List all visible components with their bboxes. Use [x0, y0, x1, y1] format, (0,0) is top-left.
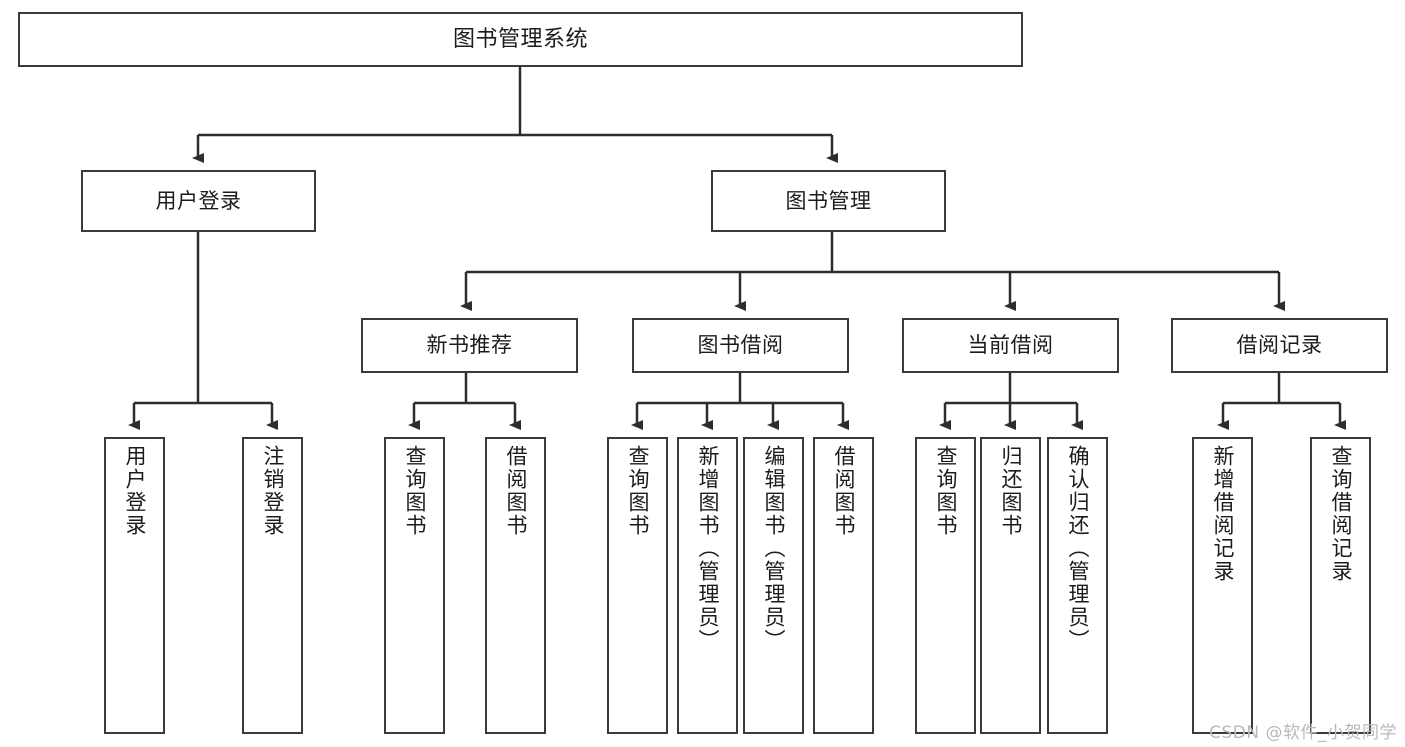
node-label: 查询图书: [403, 445, 427, 537]
leaf-book-borrow-borrow[interactable]: 借阅图书: [813, 437, 874, 734]
node-label: 注销登录: [261, 445, 285, 537]
leaf-user-login-logout[interactable]: 注销登录: [242, 437, 303, 734]
leaf-new-book-borrow[interactable]: 借阅图书: [485, 437, 546, 734]
node-label: 查询借阅记录: [1329, 445, 1353, 583]
node-label: 编辑图书（管理员）: [762, 445, 786, 652]
leaf-book-borrow-add-admin[interactable]: 新增图书（管理员）: [677, 437, 738, 734]
leaf-new-book-query[interactable]: 查询图书: [384, 437, 445, 734]
leaf-book-borrow-edit-admin[interactable]: 编辑图书（管理员）: [743, 437, 804, 734]
node-label: 查询图书: [626, 445, 650, 537]
node-book-borrow[interactable]: 图书借阅: [632, 318, 849, 373]
leaf-current-borrow-return[interactable]: 归还图书: [980, 437, 1041, 734]
node-label: 归还图书: [999, 445, 1023, 537]
node-label: 图书借阅: [697, 333, 784, 358]
leaf-user-login-login[interactable]: 用户登录: [104, 437, 165, 734]
node-label: 借阅图书: [504, 445, 528, 537]
node-user-login[interactable]: 用户登录: [81, 170, 316, 232]
node-label: 查询图书: [934, 445, 958, 537]
leaf-book-borrow-query[interactable]: 查询图书: [607, 437, 668, 734]
node-label: 借阅记录: [1236, 333, 1323, 358]
node-label: 确认归还（管理员）: [1066, 445, 1090, 652]
leaf-current-borrow-query[interactable]: 查询图书: [915, 437, 976, 734]
node-root-book-management-system[interactable]: 图书管理系统: [18, 12, 1023, 67]
node-label: 新书推荐: [426, 333, 513, 358]
watermark-csdn: CSDN @软件_小贺同学: [1209, 723, 1397, 743]
node-label: 图书管理系统: [452, 26, 588, 52]
node-label: 新增借阅记录: [1211, 445, 1235, 583]
node-label: 用户登录: [123, 445, 147, 537]
node-label: 图书管理: [785, 188, 872, 213]
node-book-management[interactable]: 图书管理: [711, 170, 946, 232]
node-current-borrow[interactable]: 当前借阅: [902, 318, 1119, 373]
node-new-book-recommend[interactable]: 新书推荐: [361, 318, 578, 373]
leaf-borrow-record-query[interactable]: 查询借阅记录: [1310, 437, 1371, 734]
node-label: 借阅图书: [832, 445, 856, 537]
node-label: 新增图书（管理员）: [696, 445, 720, 652]
node-label: 用户登录: [155, 188, 242, 213]
leaf-current-borrow-confirm-admin[interactable]: 确认归还（管理员）: [1047, 437, 1108, 734]
node-borrow-record[interactable]: 借阅记录: [1171, 318, 1388, 373]
leaf-borrow-record-add[interactable]: 新增借阅记录: [1192, 437, 1253, 734]
node-label: 当前借阅: [967, 333, 1054, 358]
